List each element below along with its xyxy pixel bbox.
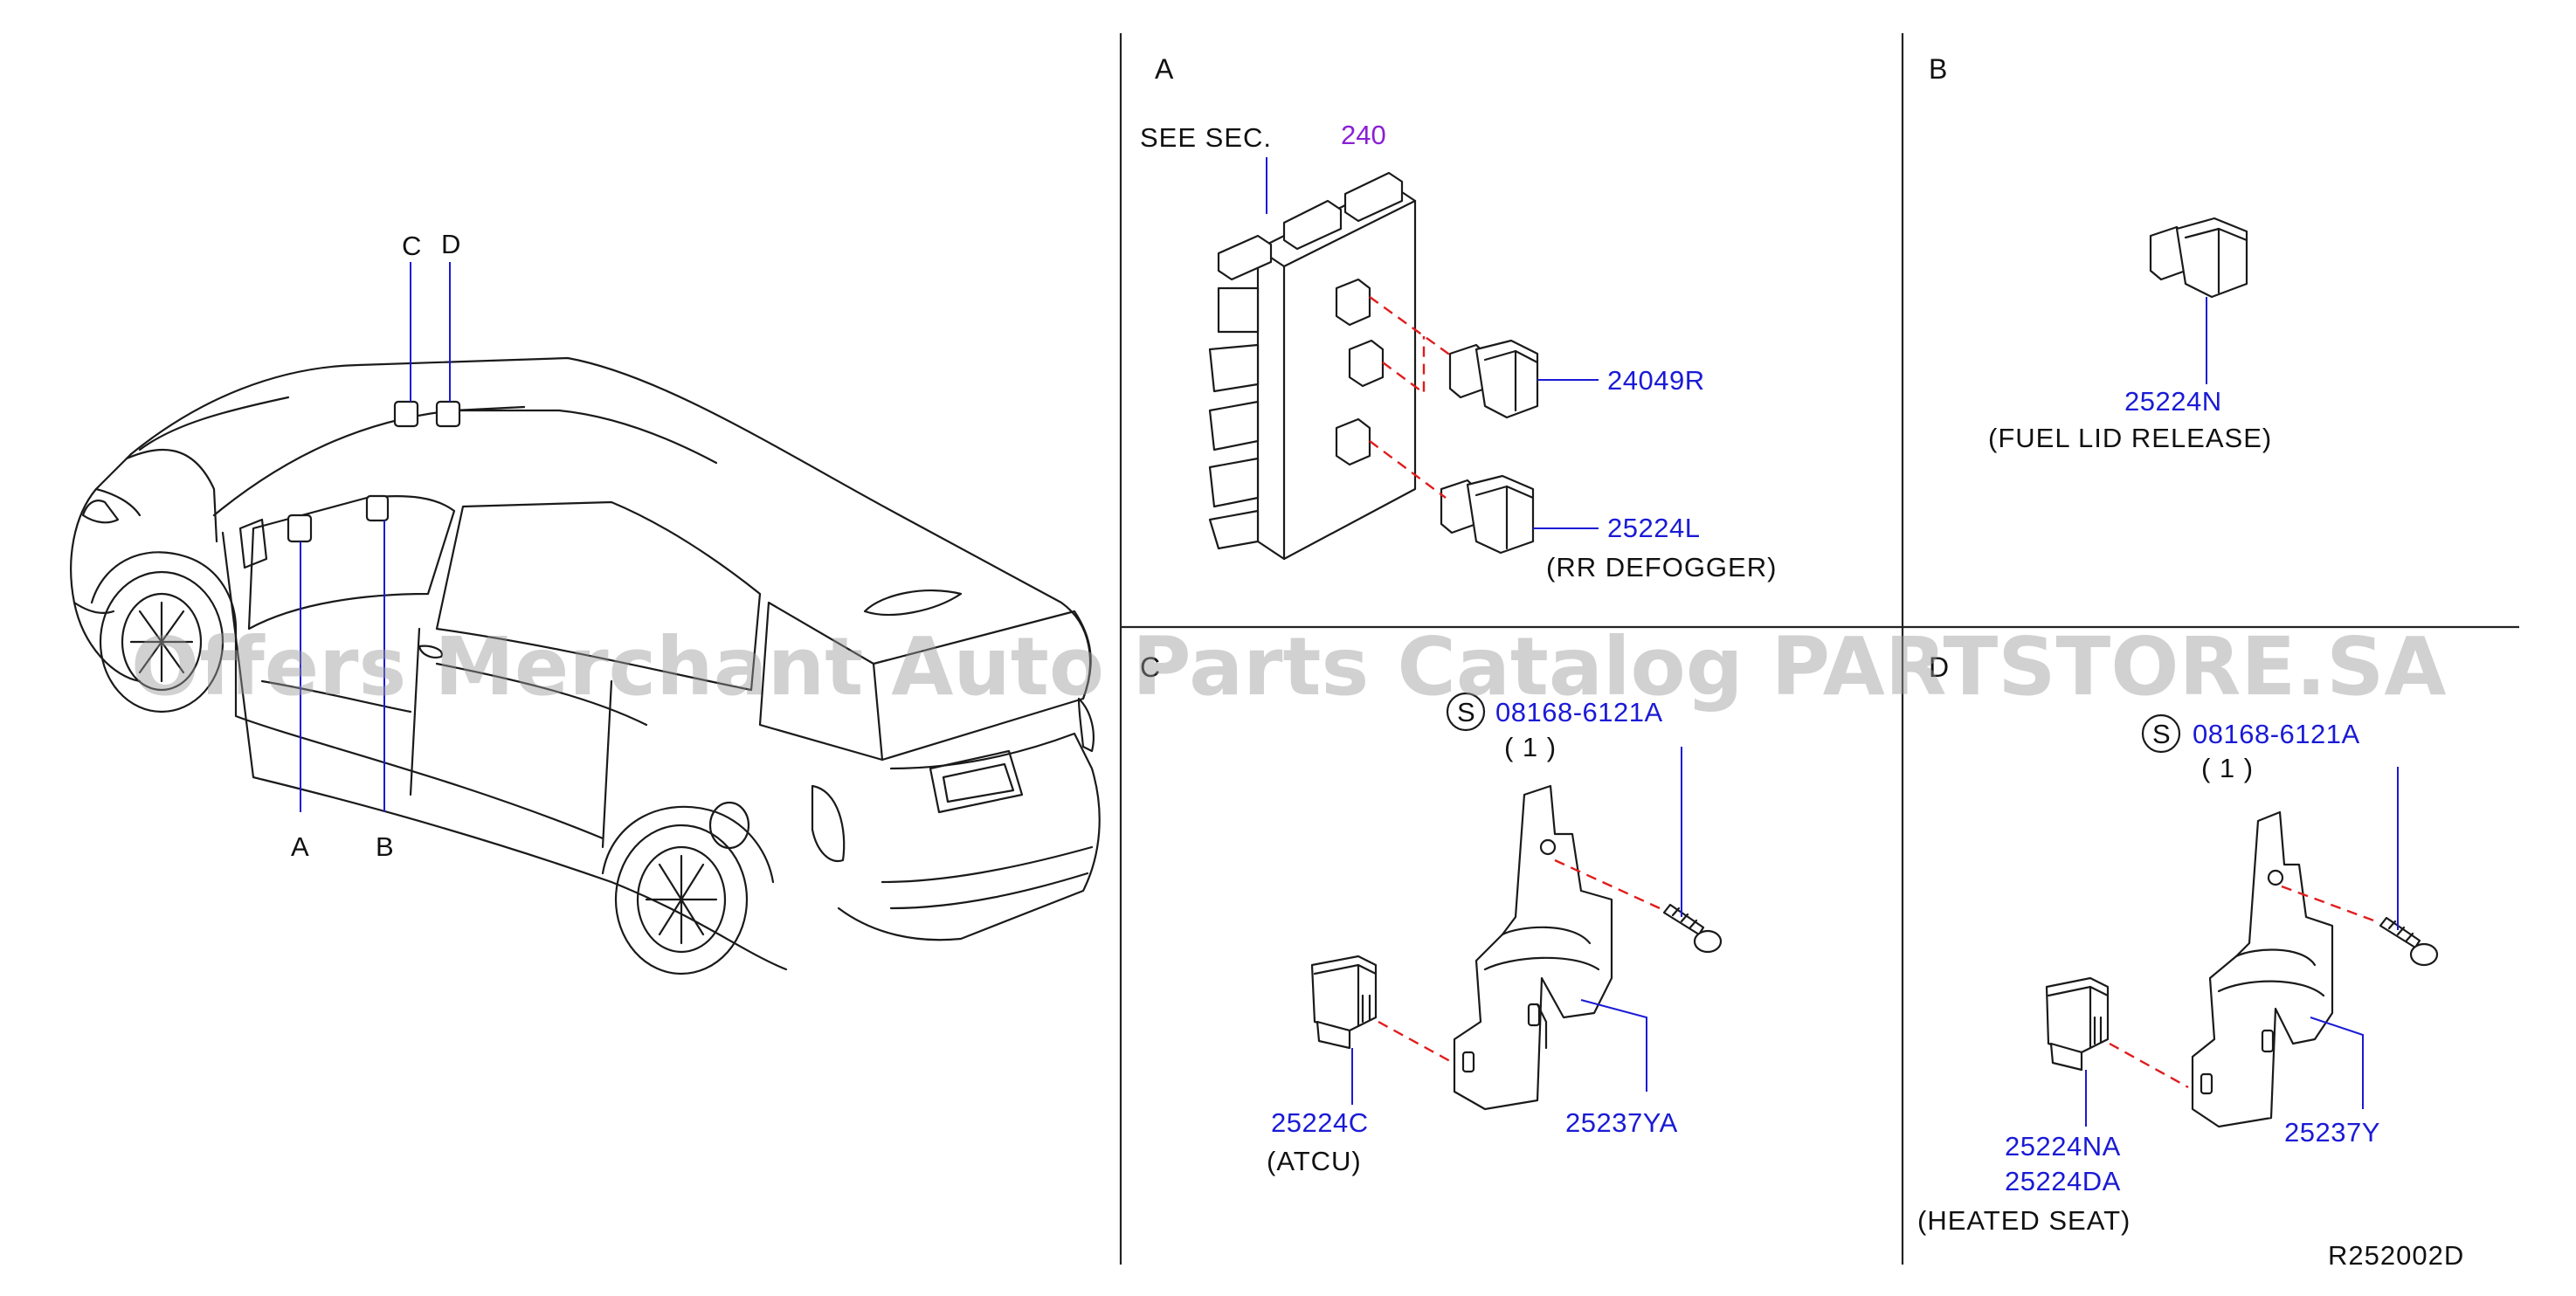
section-c-title: C [1140, 651, 1160, 683]
part-number-25224N[interactable]: 25224N [2124, 386, 2222, 417]
relay-24049R-illustration [1448, 339, 1539, 419]
relay-25224C-illustration [1310, 955, 1378, 1050]
relay-25224NA-illustration [2045, 976, 2110, 1072]
part-number-25237YA[interactable]: 25237YA [1565, 1107, 1678, 1138]
bolt-part-number-c[interactable]: 08168-6121A [1495, 697, 1663, 727]
callout-c-label: C [402, 231, 422, 261]
vehicle-relay-markers [287, 400, 461, 543]
see-sec-ref-link[interactable]: 240 [1341, 120, 1386, 150]
part-desc-atcu: (ATCU) [1267, 1146, 1362, 1176]
part-number-25237Y[interactable]: 25237Y [2284, 1117, 2380, 1148]
bracket-25237YA-illustration [1453, 784, 1613, 1111]
callout-a-label: A [291, 831, 310, 862]
diagram-code: R252002D [2328, 1240, 2464, 1271]
bolt-d-illustration [2379, 916, 2439, 967]
bolt-qty-d: ( 1 ) [2201, 753, 2254, 783]
callout-d-label: D [441, 229, 461, 259]
section-a-title: A [1155, 53, 1174, 85]
section-dividers [1119, 33, 2519, 1265]
section-b-title: B [1929, 53, 1947, 85]
part-number-25224DA[interactable]: 25224DA [2005, 1166, 2121, 1196]
bolt-c-illustration [1662, 903, 1723, 954]
bolt-part-number-d[interactable]: 08168-6121A [2193, 719, 2360, 749]
relay-25224N-illustration [2149, 217, 2248, 299]
bracket-25237Y-illustration [2191, 810, 2334, 1128]
callout-b-label: B [376, 831, 395, 862]
relay-25224L-illustration [1440, 474, 1535, 555]
bolt-qty-c: ( 1 ) [1504, 732, 1557, 762]
vehicle-illustration [70, 356, 1101, 975]
part-number-25224C[interactable]: 25224C [1271, 1107, 1369, 1138]
vehicle-leader-lines [300, 262, 451, 812]
standard-part-symbol-d: S [2152, 719, 2172, 749]
section-d-title: D [1929, 651, 1949, 683]
part-number-24049R[interactable]: 24049R [1607, 365, 1705, 396]
part-desc-heated-seat: (HEATED SEAT) [1917, 1205, 2131, 1236]
standard-part-symbol-c: S [1457, 697, 1476, 727]
part-number-25224L[interactable]: 25224L [1607, 513, 1700, 543]
watermark: Offers Merchant Auto Parts Catalog PARTS… [131, 620, 2447, 713]
part-number-25224NA[interactable]: 25224NA [2005, 1131, 2121, 1162]
part-desc-fuel-lid-release: (FUEL LID RELEASE) [1988, 423, 2272, 453]
relay-block-illustration [1208, 171, 1417, 561]
part-desc-rr-defogger: (RR DEFOGGER) [1546, 552, 1777, 583]
see-sec-label: SEE SEC. [1140, 122, 1272, 153]
